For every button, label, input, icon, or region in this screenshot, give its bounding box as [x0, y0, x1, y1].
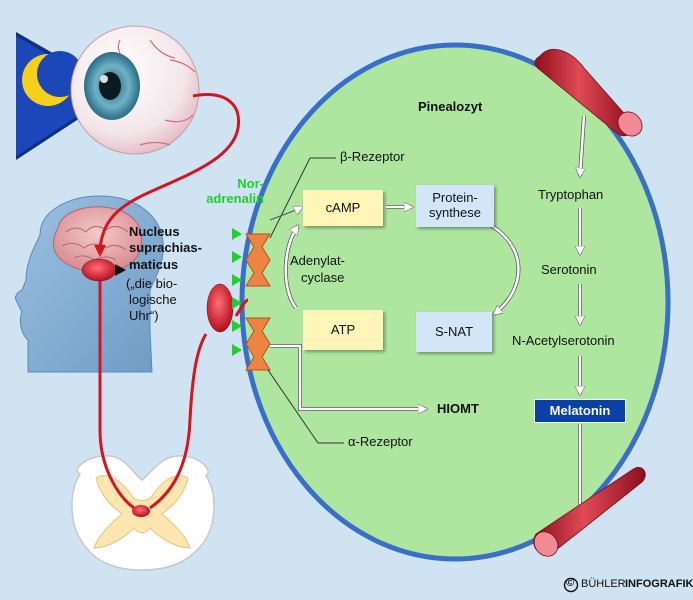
nucleus-label-line1: Nucleus [129, 224, 180, 239]
blood-vessel-top [534, 49, 643, 137]
atp-box: ATP [303, 310, 383, 350]
atp-to-camp-arrow [284, 226, 298, 309]
tryptophan-label: Tryptophan [538, 187, 604, 202]
bio-clock-label-line2: logische [129, 292, 177, 307]
adenylatcyclase-label-line1: Adenylat- [290, 253, 345, 268]
nucleus-label-line3: maticus [129, 257, 179, 272]
blood-vessel-bottom [533, 466, 646, 557]
noradrenalin-label-line1: Nor- [237, 176, 264, 191]
bio-clock-label-line3: Uhr“) [129, 308, 159, 323]
bio-clock-label-line1: („die bio- [126, 276, 178, 291]
beta-receptor-leader [269, 157, 311, 239]
copyright-symbol: © [566, 577, 575, 589]
melatonin-box: Melatonin [534, 399, 626, 423]
noradrenalin-markers [232, 228, 242, 356]
n-acetylserotonin-label: N-Acetylserotonin [512, 333, 615, 348]
adenylatcyclase-label-line2: cyclase [301, 270, 345, 285]
spinal-cord-icon [71, 455, 215, 571]
nucleus-suprachiasmaticus-marker [81, 258, 117, 282]
snat-label: S-NAT [434, 323, 474, 339]
snat-box: S-NAT [416, 312, 492, 352]
head-profile-icon [15, 195, 164, 373]
melatonin-label: Melatonin [549, 402, 611, 418]
copyright-icon [563, 577, 579, 593]
ganglion-marker [206, 283, 234, 333]
noradrenalin-label-line2: adrenalin [206, 191, 264, 206]
pinealozyt-label: Pinealozyt [418, 99, 483, 114]
pinealocyte-cell [239, 42, 671, 562]
alpha-to-hiomt-arrow [270, 344, 426, 409]
camp-box: cAMP [303, 190, 383, 226]
nerve-pathway [94, 93, 249, 510]
protein-synthesis-box: Protein- synthese [416, 185, 494, 227]
nucleus-pointer-icon [115, 264, 126, 276]
camp-label: cAMP [325, 199, 361, 215]
eye-icon [70, 25, 200, 155]
beta-receptor-icon [245, 233, 271, 287]
credit-brand: INFOGRAFIK [625, 578, 693, 590]
protein-label-line1: Protein- [432, 190, 478, 206]
protein-to-snat-arrow [484, 220, 520, 314]
beta-receptor-label: β-Rezeptor [340, 149, 405, 164]
atp-label: ATP [330, 321, 356, 337]
blood-to-tryptophan-arrow [580, 115, 584, 176]
alpha-receptor-leader [267, 369, 319, 444]
nucleus-label-line2: suprachias- [129, 240, 202, 255]
hiomt-label: HIOMT [437, 401, 479, 416]
credit-name: BÜHLER [581, 578, 626, 590]
protein-label-line2: synthese [428, 205, 482, 220]
alpha-receptor-label: α-Rezeptor [348, 434, 413, 449]
brain-icon [52, 206, 142, 273]
alpha-receptor-icon [245, 317, 271, 371]
serotonin-label: Serotonin [541, 262, 597, 277]
